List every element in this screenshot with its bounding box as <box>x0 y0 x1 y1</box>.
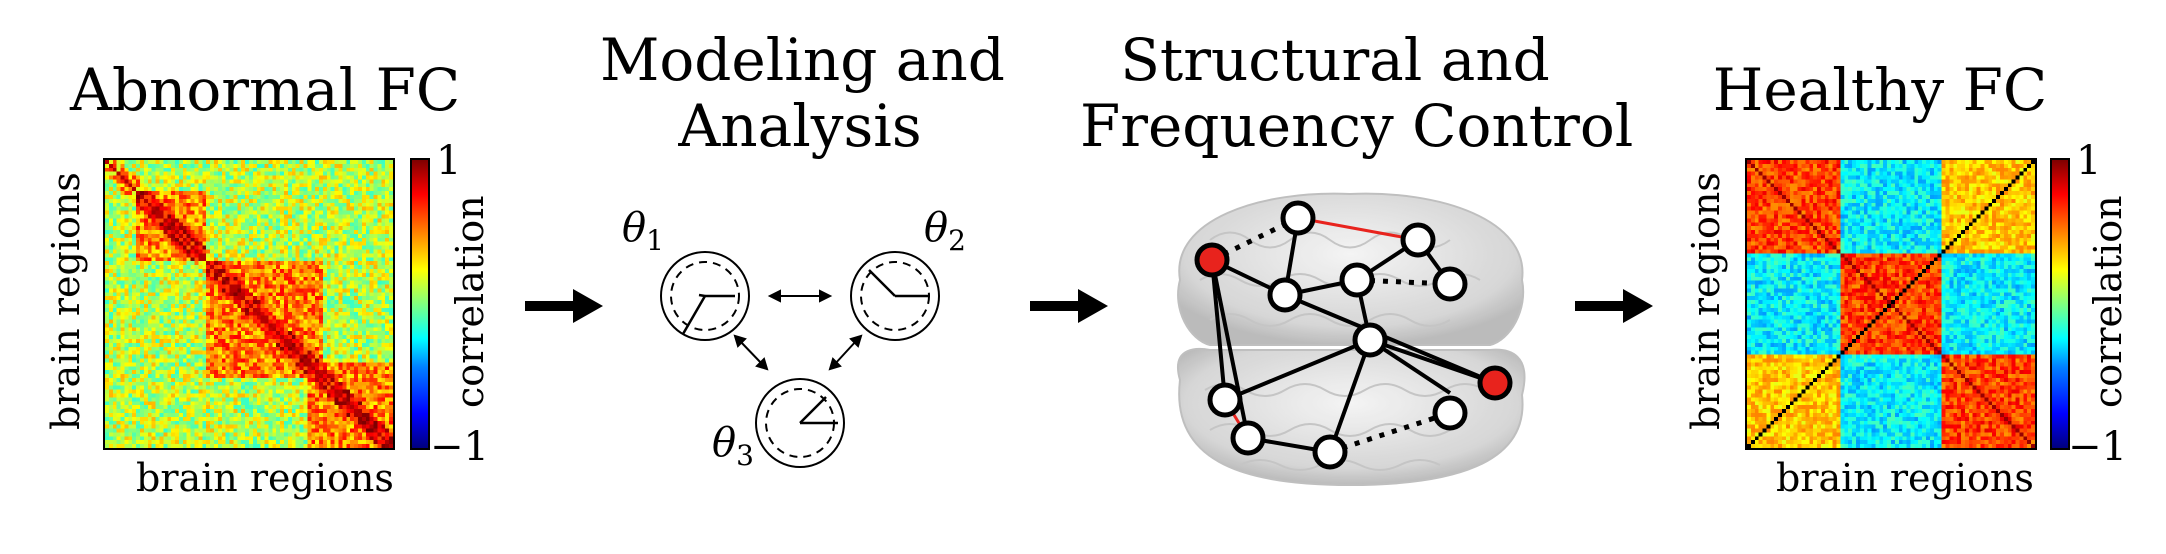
oscillator-diagram <box>660 251 940 468</box>
node <box>1432 395 1468 431</box>
healthy-y-axis-label: brain regions <box>1684 172 1728 430</box>
node-controlled <box>1477 365 1513 401</box>
theta-3-label: θ3 <box>712 420 754 472</box>
control-title-line2: Frequency Control <box>1080 92 1634 160</box>
control-title-line1: Structural and <box>1120 26 1550 94</box>
abnormal-fc-title: Abnormal FC <box>70 56 461 124</box>
node <box>1280 200 1316 236</box>
network-nodes <box>1194 200 1513 470</box>
healthy-x-axis-label: brain regions <box>1776 456 2034 500</box>
modeling-title-line1: Modeling and <box>600 26 1005 94</box>
node <box>1432 266 1468 302</box>
node-controlled <box>1194 242 1230 278</box>
arrow-1 <box>525 289 603 323</box>
oscillator-3-icon <box>755 378 845 468</box>
abnormal-y-axis-label: brain regions <box>44 172 88 430</box>
abnormal-fc-matrix <box>103 158 395 450</box>
oscillator-2-icon <box>850 251 940 341</box>
abnormal-colorbar-min: −1 <box>430 424 489 470</box>
node <box>1207 382 1243 418</box>
arrow-2 <box>1030 289 1108 323</box>
node <box>1339 262 1375 298</box>
healthy-colorbar-max: 1 <box>2076 138 2102 184</box>
healthy-fc-title: Healthy FC <box>1712 56 2048 124</box>
theta-2-label: θ2 <box>924 205 966 257</box>
arrow-3 <box>1575 289 1653 323</box>
healthy-colorbar <box>2050 158 2070 450</box>
node <box>1312 434 1348 470</box>
healthy-colorbar-label: correlation <box>2086 195 2130 408</box>
coupling-arrows <box>733 289 863 371</box>
node <box>1230 420 1266 456</box>
brain-network <box>1177 192 1526 487</box>
oscillator-1-icon <box>660 251 750 341</box>
abnormal-colorbar-max: 1 <box>436 138 462 184</box>
abnormal-colorbar <box>410 158 430 450</box>
node <box>1267 277 1303 313</box>
node <box>1400 222 1436 258</box>
node <box>1352 322 1388 358</box>
healthy-fc-matrix <box>1745 158 2037 450</box>
healthy-colorbar-min: −1 <box>2068 424 2127 470</box>
modeling-title-line2: Analysis <box>678 92 922 160</box>
abnormal-x-axis-label: brain regions <box>136 456 394 500</box>
abnormal-colorbar-label: correlation <box>448 195 492 408</box>
theta-1-label: θ1 <box>622 205 664 257</box>
